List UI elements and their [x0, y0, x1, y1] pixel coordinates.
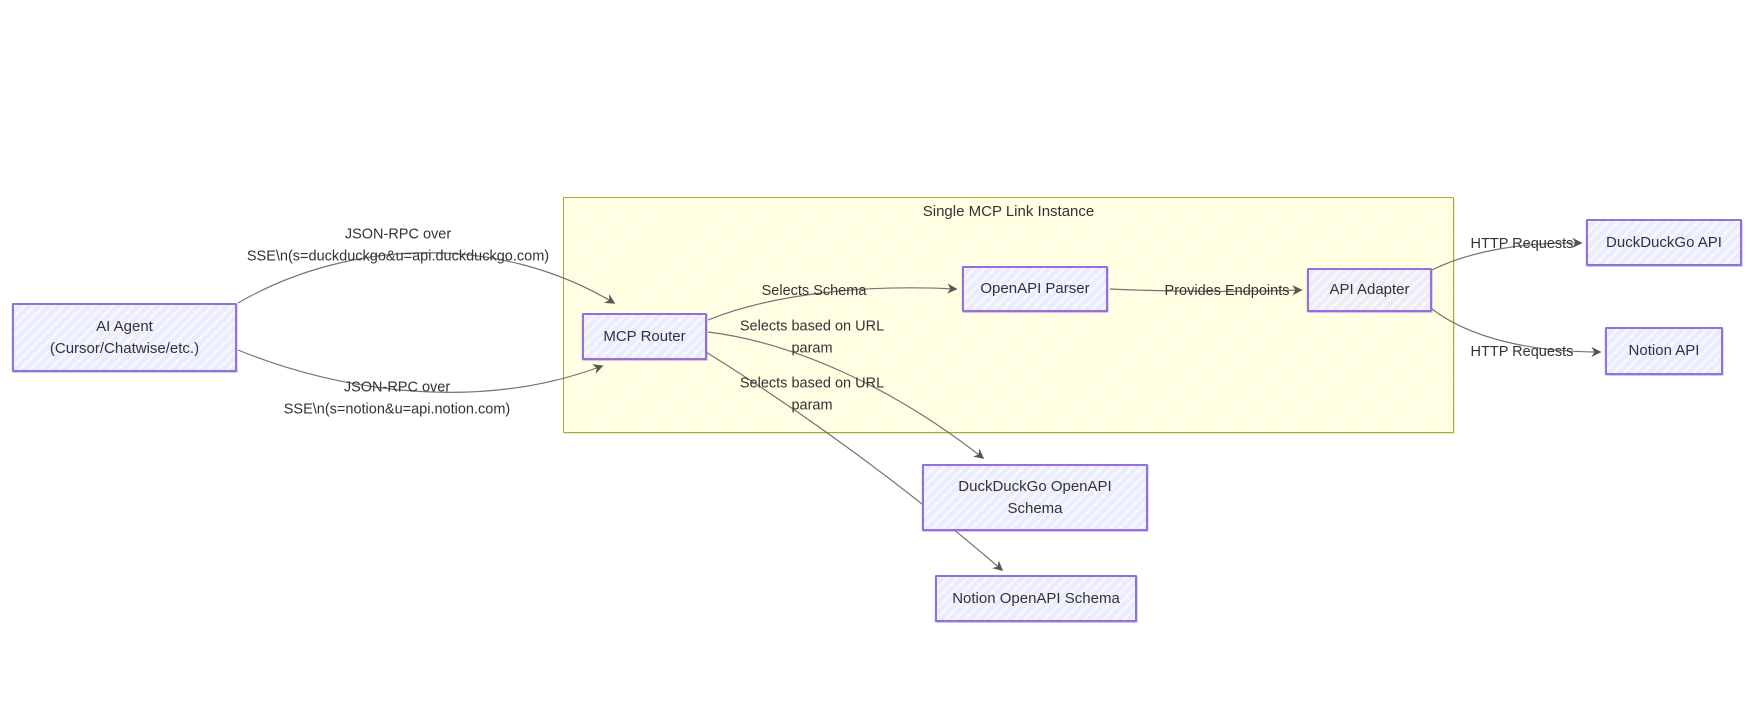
edge-label-selects-url-param-2: Selects based on URL param	[739, 375, 885, 414]
edge-label-selects-schema: Selects Schema	[761, 282, 867, 299]
edge-adapter-to-duckduckgo-api	[1431, 237, 1583, 271]
node-notion-openapi-schema-label: Notion OpenAPI Schema	[952, 589, 1120, 607]
edge-label-provides-endpoints: Provides Endpoints	[1164, 282, 1290, 299]
node-notion-api-label: Notion API	[1628, 342, 1700, 360]
node-mcp-router: MCP Router	[582, 313, 707, 360]
edge-parser-to-adapter	[1109, 285, 1303, 296]
edge-agent-to-router-duckduckgo	[237, 252, 616, 304]
edge-label-http-requests-duckduckgo: HTTP Requests	[1470, 235, 1574, 252]
subgraph-title: Single MCP Link Instance	[922, 203, 1095, 220]
node-notion-openapi-schema: Notion OpenAPI Schema	[935, 575, 1137, 622]
subgraph-single-mcp-link-instance: Single MCP Link Instance	[563, 197, 1454, 433]
edge-label-jsonrpc-duckduckgo: JSON-RPC over SSE\n(s=duckduckgo&u=api.d…	[246, 226, 550, 265]
node-api-adapter: API Adapter	[1307, 268, 1432, 312]
node-ai-agent: AI Agent (Cursor/Chatwise/etc.)	[12, 303, 237, 372]
edge-label-selects-url-param-1: Selects based on URL param	[739, 318, 885, 357]
edge-router-to-duckduckgo-schema	[707, 331, 985, 459]
node-openapi-parser-label: OpenAPI Parser	[980, 280, 1090, 298]
node-notion-api: Notion API	[1605, 327, 1723, 375]
edge-label-http-requests-notion: HTTP Requests	[1470, 343, 1574, 360]
node-duckduckgo-openapi-schema-label: DuckDuckGo OpenAPI Schema	[958, 477, 1112, 517]
edge-adapter-to-notion-api	[1431, 308, 1602, 358]
node-duckduckgo-api: DuckDuckGo API	[1586, 219, 1742, 266]
node-duckduckgo-openapi-schema: DuckDuckGo OpenAPI Schema	[922, 464, 1148, 531]
node-ai-agent-label: AI Agent (Cursor/Chatwise/etc.)	[49, 317, 200, 357]
edge-router-to-parser	[707, 283, 958, 321]
node-openapi-parser: OpenAPI Parser	[962, 266, 1108, 312]
node-api-adapter-label: API Adapter	[1329, 281, 1410, 299]
edge-agent-to-router-notion	[237, 349, 604, 393]
node-mcp-router-label: MCP Router	[603, 327, 686, 345]
node-duckduckgo-api-label: DuckDuckGo API	[1606, 233, 1722, 251]
edge-label-jsonrpc-notion: JSON-RPC over SSE\n(s=notion&u=api.notio…	[283, 379, 511, 418]
